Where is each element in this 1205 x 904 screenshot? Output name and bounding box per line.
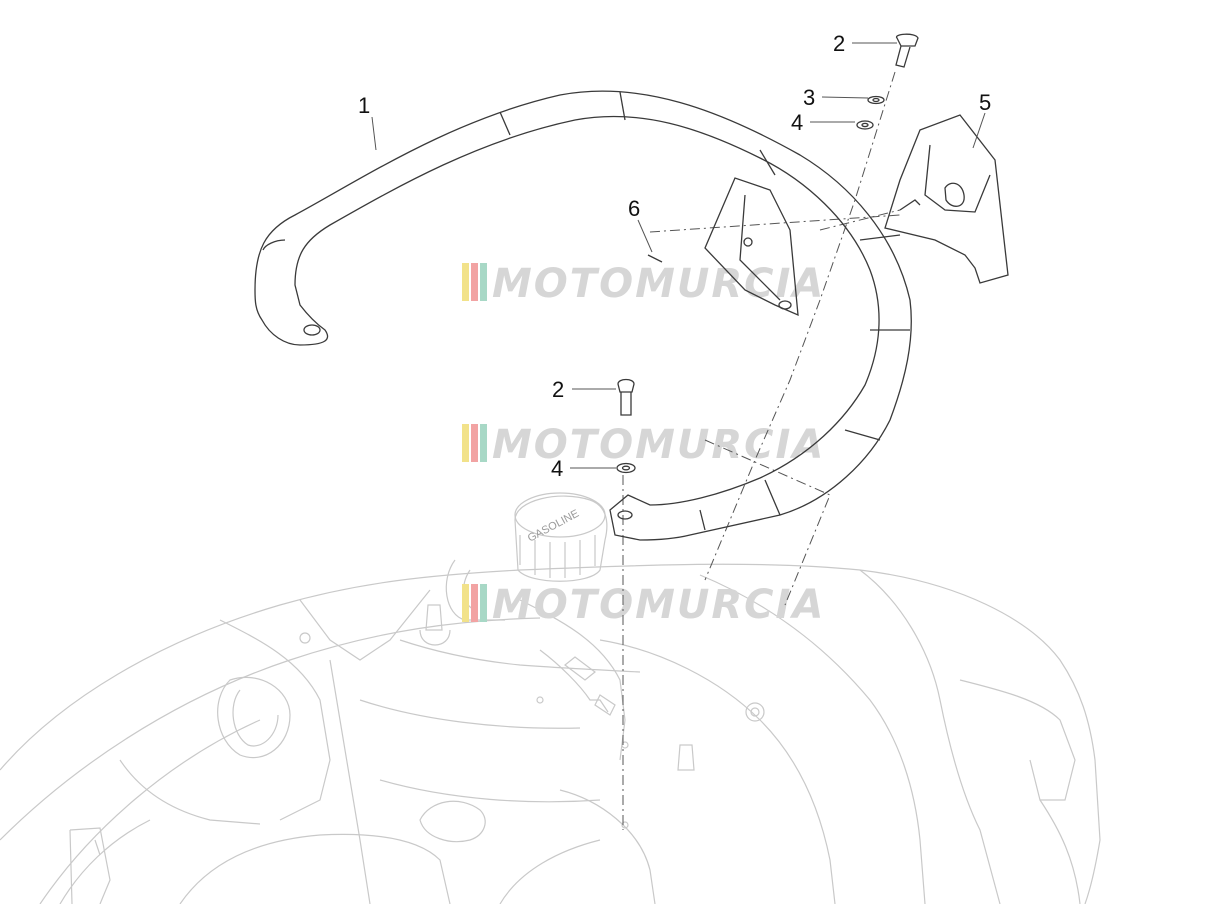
trim-cover — [884, 114, 1009, 284]
watermark-stripe-3 — [480, 263, 487, 301]
watermark-bottom: MOTOMURCIA — [462, 582, 825, 628]
watermark-stripe-3 — [480, 584, 487, 622]
watermark-middle: MOTOMURCIA — [462, 422, 825, 468]
watermark-stripe-1 — [462, 584, 469, 622]
screw-upper — [895, 33, 919, 68]
watermark-text: MOTOMURCIA — [492, 582, 825, 628]
watermark-stripe-2 — [471, 263, 478, 301]
washer-lower — [616, 462, 636, 474]
watermark-stripe-3 — [480, 424, 487, 462]
screw-lower — [617, 378, 635, 416]
washer-upper — [867, 95, 885, 105]
watermark-text: MOTOMURCIA — [492, 422, 825, 468]
watermark-stripe-1 — [462, 263, 469, 301]
callout-6: 6 — [628, 196, 640, 221]
watermark-stripe-1 — [462, 424, 469, 462]
callout-3: 3 — [803, 85, 815, 110]
watermark-stripe-2 — [471, 584, 478, 622]
watermark-top: MOTOMURCIA — [462, 261, 825, 307]
callout-leaders — [371, 42, 986, 469]
fuel-cap-label: GASOLINE — [526, 508, 581, 545]
callout-5: 5 — [979, 90, 991, 115]
washer-upper-2 — [856, 120, 874, 130]
assembly-lines — [622, 71, 901, 830]
watermark-text: MOTOMURCIA — [492, 261, 825, 307]
callout-4-upper: 4 — [791, 110, 803, 135]
scooter-rear-body: GASOLINE — [0, 492, 1101, 904]
callout-2-lower: 2 — [552, 377, 564, 402]
watermark-stripe-2 — [471, 424, 478, 462]
support-bracket — [647, 177, 799, 317]
callout-2-upper: 2 — [833, 31, 845, 56]
callout-1: 1 — [358, 93, 370, 118]
rear-grab-handle — [254, 90, 912, 541]
callout-4-lower: 4 — [551, 456, 563, 481]
